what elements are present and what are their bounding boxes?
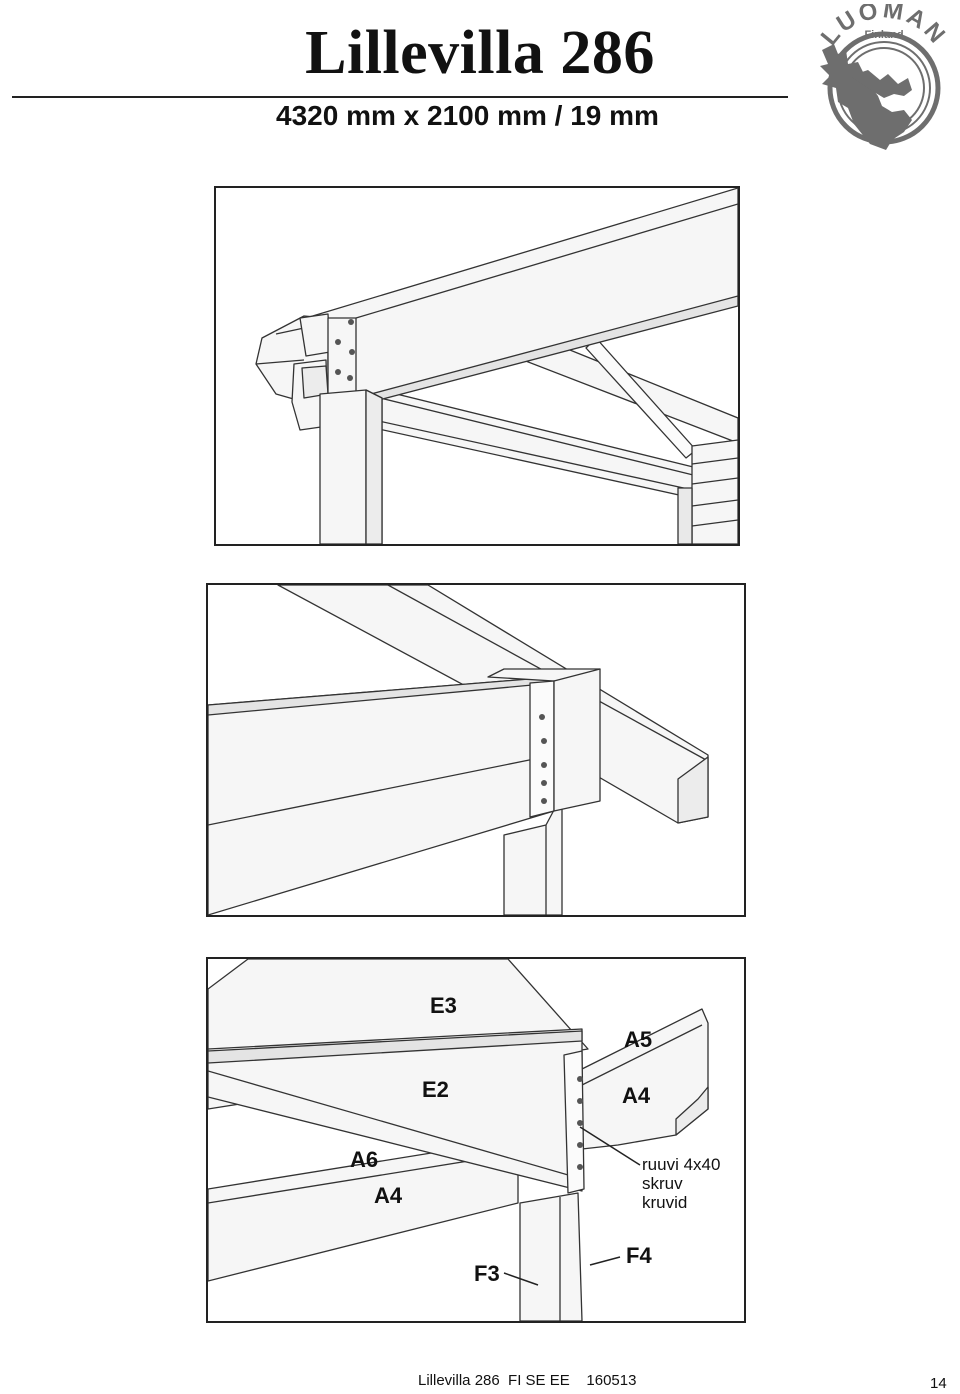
screw-note: ruuvi 4x40 skruv kruvid — [642, 1155, 720, 1212]
dimensions-subtitle: 4320 mm x 2100 mm / 19 mm — [276, 100, 659, 131]
label-a6: A6 — [350, 1147, 379, 1172]
assembly-figure-3: E3 E2 A5 A4 A6 A4 F3 F4 ruuvi 4x40 skruv… — [206, 957, 746, 1323]
label-e3: E3 — [430, 993, 457, 1018]
moose-head-icon: LUOMAN Finland — [816, 0, 952, 150]
assembly-figure-1 — [214, 186, 740, 546]
label-f4: F4 — [626, 1243, 652, 1268]
label-f3: F3 — [474, 1261, 500, 1286]
screw-note-line-fi: ruuvi 4x40 — [642, 1155, 721, 1174]
label-e2: E2 — [422, 1077, 449, 1102]
assembly-figure-2 — [206, 583, 746, 917]
logo-brand-text: LUOMAN — [816, 0, 949, 51]
luoman-logo: LUOMAN Finland — [808, 0, 954, 150]
figure-2-drawing — [208, 585, 709, 915]
label-a5: A5 — [624, 1027, 653, 1052]
screw-note-line-ee: kruvid — [642, 1193, 688, 1212]
document-title: Lillevilla 286 — [305, 19, 655, 87]
label-a4-left: A4 — [374, 1183, 403, 1208]
footer-page-number: 14 — [930, 1375, 947, 1392]
title-underline — [12, 96, 788, 98]
footer-doc-info: Lillevilla 286 FI SE EE 160513 — [418, 1372, 637, 1389]
label-a4-right: A4 — [622, 1083, 651, 1108]
figure-1-drawing — [255, 188, 738, 544]
figure-3-drawing — [208, 959, 709, 1321]
svg-text:LUOMAN: LUOMAN — [816, 4, 952, 51]
screw-note-line-se: skruv — [642, 1174, 683, 1193]
